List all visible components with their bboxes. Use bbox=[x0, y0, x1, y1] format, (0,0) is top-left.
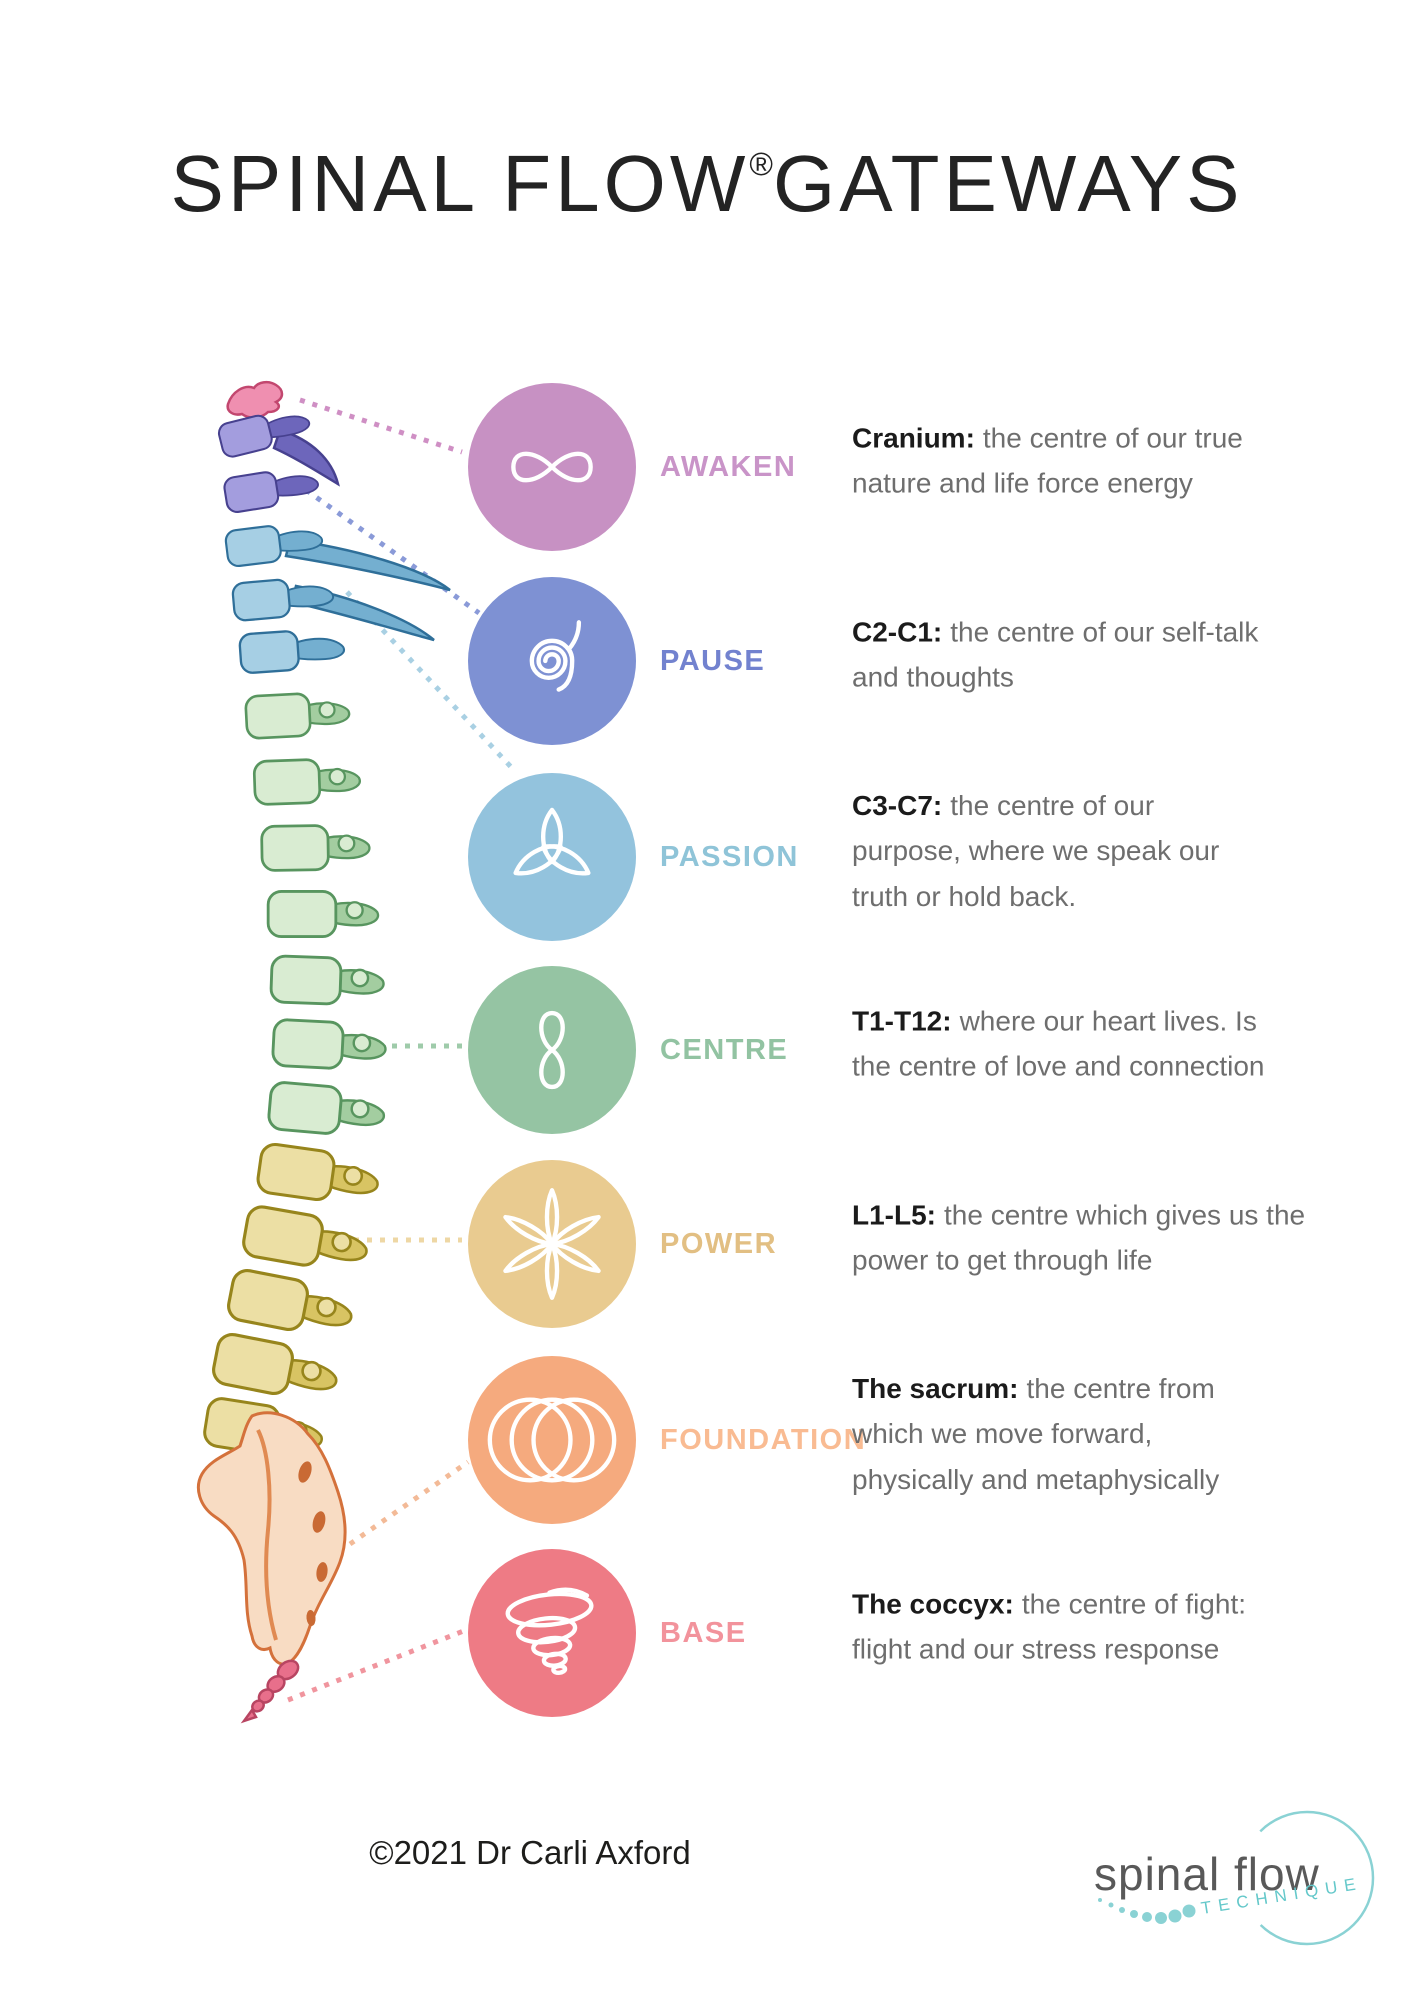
vertical-infinity-icon bbox=[539, 1010, 565, 1090]
region-text: the centre from which we move forward, p… bbox=[852, 1372, 1220, 1495]
gateway-label: BASE bbox=[660, 1616, 747, 1649]
centre-circle bbox=[468, 966, 636, 1134]
spine-region-cranium bbox=[226, 380, 284, 419]
region-text: the centre which gives us the power to g… bbox=[852, 1199, 1306, 1276]
connector-pause bbox=[304, 487, 481, 616]
passion-circle bbox=[468, 773, 636, 941]
region-text: the centre of fight: flight and our stre… bbox=[852, 1588, 1246, 1665]
region-label: C3-C7: bbox=[852, 789, 943, 821]
gateway-label: AWAKEN bbox=[660, 450, 797, 483]
infinity-icon bbox=[511, 451, 593, 483]
spiral-icon bbox=[529, 620, 582, 692]
gateway-description: C3-C7:the centre of our purpose, where w… bbox=[852, 783, 1237, 919]
spinal-flow-logo: spinal flow TECHNIQUE bbox=[1094, 1810, 1375, 1946]
spine-region-c3-c7 bbox=[224, 519, 451, 674]
region-text: the centre of our purpose, where we spea… bbox=[852, 789, 1220, 912]
region-text: the centre of our true nature and life f… bbox=[852, 422, 1243, 499]
region-label: C2-C1: bbox=[852, 616, 943, 648]
power-circle bbox=[468, 1160, 636, 1328]
gateway-row-power: POWER bbox=[468, 1160, 777, 1328]
connector-awaken bbox=[299, 397, 463, 455]
registered-mark: ® bbox=[749, 146, 773, 182]
gateway-label: POWER bbox=[660, 1227, 778, 1260]
gateway-row-passion: PASSION bbox=[468, 773, 799, 941]
tornado-icon bbox=[505, 1587, 594, 1675]
gateway-row-base: BASE bbox=[468, 1549, 747, 1717]
copyright-text: ©2021 Dr Carli Axford bbox=[369, 1834, 691, 1871]
gateway-row-pause: PAUSE bbox=[468, 577, 765, 745]
region-text: the centre of our self-talk and thoughts bbox=[852, 616, 1259, 693]
triquetra-icon bbox=[513, 807, 591, 876]
spine-region-coccyx bbox=[240, 1659, 300, 1724]
title-main: SPINAL FLOW bbox=[170, 139, 750, 228]
overlapping-circles-icon bbox=[487, 1397, 617, 1483]
connector-foundation bbox=[348, 1459, 470, 1547]
gateway-row-foundation: FOUNDATION bbox=[468, 1356, 866, 1524]
gateway-description: T1-T12:where our heart lives. Is the cen… bbox=[852, 999, 1292, 1090]
logo-wordmark: spinal flow bbox=[1094, 1848, 1320, 1900]
gateway-description: Cranium:the centre of our true nature an… bbox=[852, 416, 1297, 507]
pause-circle bbox=[468, 577, 636, 745]
spine-region-c1-c2 bbox=[216, 403, 340, 514]
region-label: Cranium: bbox=[852, 422, 975, 454]
gateway-description: The sacrum:the centre from which we move… bbox=[852, 1366, 1257, 1502]
base-circle bbox=[468, 1549, 636, 1717]
connector-base bbox=[287, 1627, 467, 1703]
region-label: L1-L5: bbox=[852, 1199, 936, 1231]
region-label: The coccyx: bbox=[852, 1588, 1014, 1620]
gateway-description: The coccyx:the centre of fight: flight a… bbox=[852, 1582, 1302, 1673]
flower-icon bbox=[503, 1188, 601, 1300]
spine-region-lumbar bbox=[202, 1142, 382, 1463]
page-title: SPINAL FLOW®GATEWAYS bbox=[0, 138, 1414, 230]
logo-spine-dots bbox=[1098, 1898, 1196, 1924]
spine-region-thoracic bbox=[245, 691, 387, 1139]
spine-region-sacrum bbox=[197, 1411, 347, 1666]
gateway-description: L1-L5:the centre which gives us the powe… bbox=[852, 1193, 1312, 1284]
foundation-circle bbox=[468, 1356, 636, 1524]
logo-circle-arc bbox=[1239, 1810, 1375, 1946]
region-text: where our heart lives. Is the centre of … bbox=[852, 1005, 1265, 1082]
region-label: T1-T12: bbox=[852, 1005, 952, 1037]
region-label: The sacrum: bbox=[852, 1372, 1019, 1404]
gateway-row-centre: CENTRE bbox=[468, 966, 788, 1134]
gateway-description: C2-C1:the centre of our self-talk and th… bbox=[852, 610, 1292, 701]
awaken-circle bbox=[468, 383, 636, 551]
gateway-label: CENTRE bbox=[660, 1033, 789, 1066]
gateway-label: FOUNDATION bbox=[660, 1423, 867, 1456]
gateway-label: PASSION bbox=[660, 840, 799, 873]
gateway-row-awaken: AWAKEN bbox=[468, 383, 796, 551]
gateway-label: PAUSE bbox=[660, 644, 766, 677]
title-tail: GATEWAYS bbox=[772, 139, 1244, 228]
